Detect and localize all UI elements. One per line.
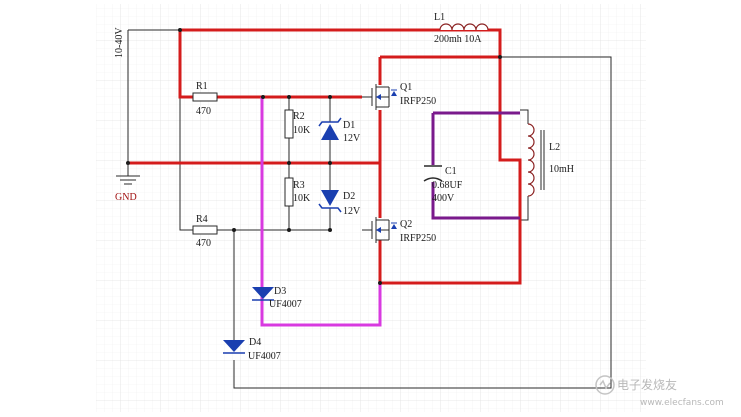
watermark-url: www.elecfans.com bbox=[640, 398, 724, 408]
gnd-label: GND bbox=[115, 192, 137, 203]
diode-d4: D4 UF4007 bbox=[223, 337, 281, 362]
d1-value: 12V bbox=[343, 133, 361, 144]
feedback-path bbox=[260, 97, 382, 327]
d2-ref: D2 bbox=[343, 191, 355, 202]
q1-ref: Q1 bbox=[400, 82, 412, 93]
c1-value1: 0.68UF bbox=[432, 180, 463, 191]
d2-value: 12V bbox=[343, 206, 361, 217]
diode-d3: D3 UF4007 bbox=[252, 286, 302, 310]
r1-ref: R1 bbox=[196, 81, 208, 92]
l1-value: 200mh 10A bbox=[434, 34, 482, 45]
r3-ref: R3 bbox=[293, 180, 305, 191]
zener-d1: D1 12V bbox=[318, 117, 361, 144]
resistor-r1: R1 470 bbox=[192, 81, 218, 117]
resistor-r2: R2 10K bbox=[284, 109, 311, 139]
mosfet-q2: Q2 IRFP250 bbox=[371, 217, 436, 244]
mosfet-q1: Q1 IRFP250 bbox=[371, 82, 436, 110]
q2-ref: Q2 bbox=[400, 219, 412, 230]
resistor-r4: R4 470 bbox=[192, 214, 218, 249]
d1-ref: D1 bbox=[343, 120, 355, 131]
r4-ref: R4 bbox=[196, 214, 208, 225]
r2-ref: R2 bbox=[293, 111, 305, 122]
d3-ref: D3 bbox=[274, 286, 286, 297]
l2-value: 10mH bbox=[549, 164, 574, 175]
c1-value2: 400V bbox=[432, 193, 455, 204]
inductor-l2: L2 10mH bbox=[527, 123, 574, 197]
d3-value: UF4007 bbox=[269, 299, 302, 310]
supply-label: 10-40V bbox=[114, 27, 125, 58]
l2-ref: L2 bbox=[549, 142, 560, 153]
inductor-l1: L1 200mh 10A bbox=[434, 12, 489, 45]
resistor-r3: R3 10K bbox=[284, 177, 311, 207]
capacitor-c1: C1 0.68UF 400V bbox=[423, 165, 463, 204]
r2-value: 10K bbox=[293, 125, 311, 136]
q2-value: IRFP250 bbox=[400, 233, 436, 244]
power-path bbox=[128, 28, 522, 285]
d4-value: UF4007 bbox=[248, 351, 281, 362]
zener-d2: D2 12V bbox=[318, 190, 361, 217]
ground-symbol bbox=[116, 163, 140, 185]
r3-value: 10K bbox=[293, 193, 311, 204]
watermark: 电子发烧友 www.elecfans.com bbox=[595, 375, 724, 408]
r1-value: 470 bbox=[196, 106, 211, 117]
r4-value: 470 bbox=[196, 238, 211, 249]
watermark-text: 电子发烧友 bbox=[617, 377, 677, 392]
l1-ref: L1 bbox=[434, 12, 445, 23]
d4-ref: D4 bbox=[249, 337, 261, 348]
c1-ref: C1 bbox=[445, 166, 457, 177]
tank-path bbox=[431, 111, 520, 220]
grid-background bbox=[96, 4, 646, 412]
q1-value: IRFP250 bbox=[400, 96, 436, 107]
